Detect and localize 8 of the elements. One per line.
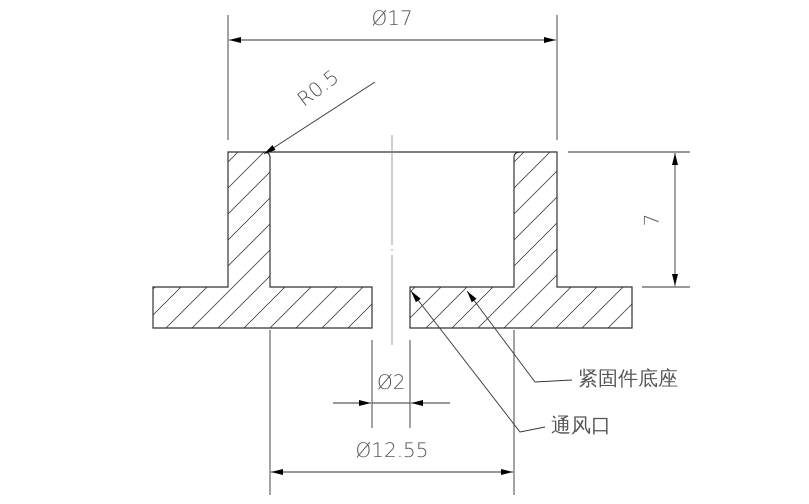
dimension-label: Ø12.55 xyxy=(356,440,428,460)
dimension-label: 7 xyxy=(640,214,661,226)
leader-line xyxy=(466,290,572,382)
dimension-label: Ø2 xyxy=(377,372,406,392)
leader-line xyxy=(410,290,546,432)
dimension-label: Ø17 xyxy=(372,8,413,28)
callout-text: 通风口 xyxy=(551,415,611,435)
callout-text: 紧固件底座 xyxy=(578,368,678,388)
